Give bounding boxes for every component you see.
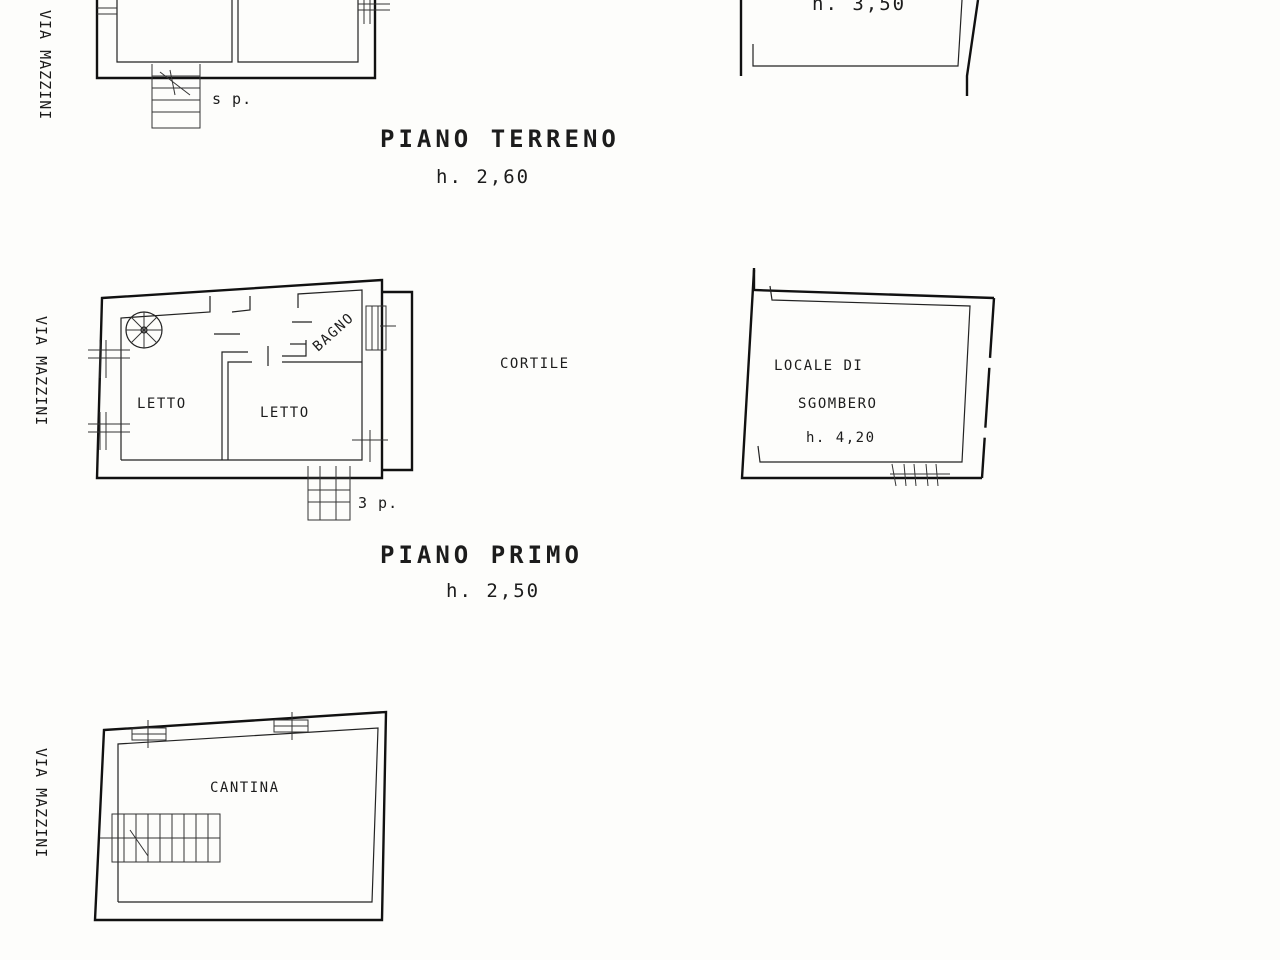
first-floor-bath-wall-left — [282, 340, 307, 357]
storage-height: h. 4,20 — [806, 430, 876, 446]
first-floor-window-east — [365, 305, 396, 351]
courtyard-label: CORTILE — [500, 356, 570, 372]
cellar-window-right — [273, 712, 309, 740]
first-floor-title: PIANO PRIMO — [380, 541, 583, 569]
cellar-stairs — [100, 813, 221, 863]
first-floor-window-west-2 — [88, 412, 130, 450]
ground-annex-plan: h. 3,50 — [739, 0, 980, 96]
ground-floor-outer-wall — [95, 0, 377, 80]
storage-wall-east — [980, 297, 996, 479]
cellar-label: CANTINA — [210, 780, 280, 796]
storage-wall-north — [752, 268, 995, 300]
storage-label-line2: SGOMBERO — [798, 396, 877, 412]
ground-floor-inner-wall-left — [116, 0, 233, 63]
ground-floor-window-right — [358, 0, 390, 24]
ground-annex-height: h. 3,50 — [812, 0, 906, 15]
ground-floor-window-left — [97, 7, 117, 15]
first-floor-plan: 3 p. LETTO LETTO BAGNO — [88, 278, 414, 521]
first-floor-partition-left — [221, 351, 248, 460]
ground-floor-inner-wall-right — [237, 0, 359, 63]
spiral-staircase-icon — [125, 311, 163, 349]
cellar-plan: CANTINA — [93, 710, 388, 922]
storage-door — [890, 463, 950, 487]
storage-wall-west-south — [740, 269, 982, 480]
storage-room-plan: LOCALE DI SGOMBERO h. 4,20 — [740, 268, 996, 487]
first-floor-partition-left-inner — [227, 361, 252, 460]
street-label-middle: VIA MAZZINI — [32, 316, 50, 426]
first-floor-height: h. 2,50 — [446, 580, 540, 602]
first-floor-window-west-1 — [88, 340, 130, 378]
first-floor-door-jamb-north — [231, 296, 251, 313]
first-floor-outer-wall — [95, 278, 384, 480]
cellar-inner-wall — [117, 727, 379, 903]
room-label-bedroom-left: LETTO — [137, 396, 187, 412]
storage-inner-wall — [757, 285, 971, 463]
storage-label-line1: LOCALE DI — [774, 358, 863, 374]
cellar-window-left — [131, 720, 167, 748]
first-floor-inner-wall-west — [120, 296, 211, 460]
first-steps-note: 3 p. — [358, 494, 398, 512]
first-floor-inner-wall-east — [121, 289, 363, 461]
ground-floor-title: PIANO TERRENO — [380, 125, 620, 153]
street-label-bottom: VIA MAZZINI — [32, 748, 50, 858]
ground-floor-plan: s p. — [95, 0, 390, 129]
ground-steps-note: s p. — [212, 90, 252, 108]
ground-floor-height: h. 2,60 — [436, 166, 530, 188]
ground-annex-wall-right — [965, 0, 980, 96]
ground-annex-inner-wall — [752, 0, 963, 67]
room-label-bedroom-right: LETTO — [260, 405, 310, 421]
first-floor-balcony — [382, 290, 414, 472]
street-label-top: VIA MAZZINI — [36, 10, 54, 120]
first-floor-door-east — [352, 430, 388, 462]
first-floor-stairs — [307, 466, 351, 521]
room-label-bathroom: BAGNO — [310, 310, 358, 355]
ground-floor-stairs — [151, 64, 201, 129]
